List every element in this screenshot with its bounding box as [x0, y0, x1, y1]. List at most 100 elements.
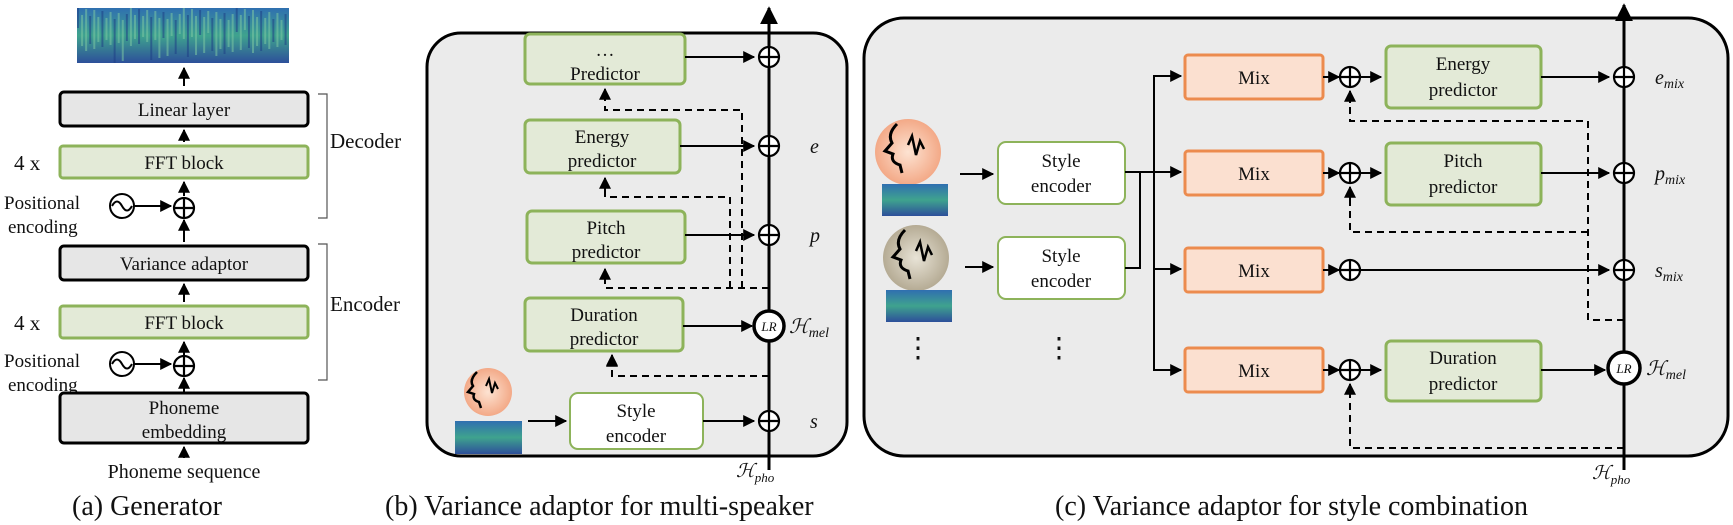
add-node-energy: [757, 134, 781, 158]
decoder-label: Decoder: [330, 129, 401, 153]
spectrogram-stripe: [268, 12, 271, 49]
speaker-face-icon: [464, 368, 512, 416]
caption-b: (b) Variance adaptor for multi-speaker: [385, 491, 814, 522]
panel-c-style-combination: ⋮ ⋮ Style encoder Style encoder Mix Mix …: [862, 3, 1730, 522]
spectrogram-stripe: [203, 17, 206, 53]
duration-predictor-c-label-1: Duration: [1429, 348, 1497, 369]
add-node-pitch: [757, 223, 781, 247]
phoneme-sequence-label: Phoneme sequence: [108, 461, 261, 483]
spectrogram-stripe: [276, 13, 279, 47]
spectrogram-stripe: [113, 19, 116, 63]
duration-predictor-c-label-2: predictor: [1429, 374, 1498, 395]
encoder-label: Encoder: [330, 292, 400, 316]
add-node-dots: [757, 45, 781, 69]
spectrogram-stripe: [231, 14, 234, 52]
spectrogram-stripe: [109, 12, 112, 45]
spectrogram-stripe: [166, 19, 169, 56]
spectrogram-stripe: [85, 9, 88, 51]
pitch-predictor-b-label-2: predictor: [572, 242, 641, 263]
svg-text:LR: LR: [760, 319, 776, 334]
spectrogram-stripe: [211, 18, 214, 51]
spectrogram-stripe: [97, 17, 100, 42]
variance-adaptor-box: [58, 244, 310, 282]
duration-predictor-b-label-1: Duration: [570, 305, 638, 326]
caption-c: (c) Variance adaptor for style combinati…: [1055, 491, 1528, 522]
more-speakers-dots: ⋮: [904, 333, 932, 364]
spectrogram-stripe: [133, 15, 136, 39]
label-e-mix: emix: [1655, 67, 1685, 92]
spectrogram-stripe: [280, 20, 283, 40]
spectrogram-stripe: [121, 20, 124, 61]
spectrogram-stripe: [219, 19, 222, 49]
duration-predictor-b-box: [523, 296, 685, 353]
dots-predictor-box: [523, 32, 687, 86]
length-regulator-b: LR: [752, 309, 786, 343]
spectrogram-stripe: [256, 17, 259, 46]
repeat-count-encoder: 4 x: [14, 311, 41, 335]
sine-wave-icon: [109, 351, 135, 377]
spectrogram-stripe: [264, 18, 267, 44]
h-mel-b: ℋmel: [789, 316, 829, 341]
spectrogram-stripe: [182, 8, 185, 39]
encoder-bracket: [318, 243, 328, 381]
style-encoder-c1-label-1: Style: [1041, 151, 1080, 172]
positional-encoding-encoder-label-1: Positional: [4, 351, 80, 372]
mix-label-duration: Mix: [1238, 361, 1270, 382]
spectrogram-stripe: [142, 16, 145, 37]
spectrogram-stripe: [154, 11, 157, 40]
h-mel-c: ℋmel: [1646, 358, 1686, 383]
add-node-s-mix: [1612, 258, 1636, 282]
spectrogram-stripe: [178, 14, 181, 34]
fft-block-encoder-box: [58, 304, 310, 340]
energy-predictor-b-label-2: predictor: [568, 151, 637, 172]
reference-mel-spectrogram-c2: [886, 290, 952, 322]
pitch-predictor-b-label-1: Pitch: [586, 218, 626, 239]
dots-predictor-label-1: …: [596, 40, 615, 61]
spectrogram-stripe: [81, 15, 84, 46]
label-s: s: [810, 411, 818, 433]
duration-predictor-b-label-2: predictor: [570, 329, 639, 350]
phoneme-embedding-label-1: Phoneme: [149, 398, 220, 419]
dots-predictor-label-2: Predictor: [570, 64, 640, 85]
spectrogram-stripe: [227, 20, 230, 47]
spectrogram-stripe: [207, 11, 210, 33]
spectrogram-stripe: [199, 10, 202, 35]
style-encoder-b-label-2: encoder: [606, 426, 667, 447]
label-p: p: [808, 225, 820, 247]
positional-encoding-encoder-label-2: encoding: [8, 375, 78, 396]
phoneme-embedding-label-2: embedding: [142, 422, 227, 443]
spectrogram-stripe: [174, 20, 177, 54]
spectrogram-stripe: [284, 14, 287, 45]
mix-label-pitch: Mix: [1238, 164, 1270, 185]
speaker-face-icon: [883, 225, 949, 291]
spectrogram-stripe: [146, 10, 149, 42]
panel-a-generator: Linear layer FFT block 4 x Positional en…: [4, 8, 401, 522]
speaker-face-icon: [875, 119, 941, 185]
style-encoder-b-label-1: Style: [616, 401, 655, 422]
spectrogram-stripe: [158, 18, 161, 58]
label-p-mix: pmix: [1653, 163, 1686, 188]
spectrogram-stripe: [129, 8, 132, 46]
energy-predictor-c-label-1: Energy: [1436, 54, 1491, 75]
spectrogram-stripe: [186, 15, 189, 57]
variance-adaptor-label: Variance adaptor: [120, 254, 249, 275]
linear-layer-box: [58, 90, 310, 128]
label-e: e: [810, 136, 819, 158]
spectrogram-stripe: [247, 16, 250, 48]
length-regulator-c: LR: [1606, 350, 1642, 386]
decoder-bracket: [318, 93, 328, 219]
spectrogram-stripe: [138, 9, 141, 44]
sine-wave-icon: [109, 193, 135, 219]
spectrogram-stripe: [77, 8, 79, 28]
add-node-e-mix: [1612, 65, 1636, 89]
spectrogram-stripe: [162, 12, 165, 38]
add-node-style-c: [1338, 258, 1362, 282]
pitch-predictor-c-label-2: predictor: [1429, 177, 1498, 198]
caption-a: (a) Generator: [72, 491, 223, 522]
spectrogram-stripe: [190, 9, 193, 37]
mix-label-style: Mix: [1238, 261, 1270, 282]
spectrogram-stripe: [252, 10, 255, 53]
positional-encoding-decoder-label-1: Positional: [4, 193, 80, 214]
dashed-feedback-c: [1349, 96, 1624, 449]
